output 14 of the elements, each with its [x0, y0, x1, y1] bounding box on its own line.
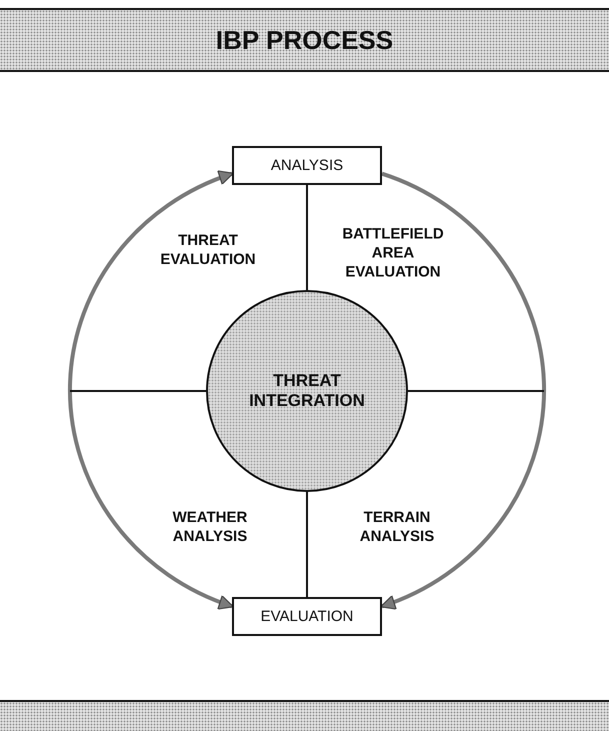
process-box: EVALUATION: [232, 597, 382, 636]
connector-line: [306, 185, 308, 290]
cycle-arrow: [68, 171, 234, 609]
cycle-arrow: [380, 172, 546, 609]
quadrant-label: WEATHER ANALYSIS: [172, 508, 248, 546]
quadrant-label: BATTLEFIELD AREA EVALUATION: [341, 224, 445, 282]
divider-line: [408, 390, 544, 392]
quadrant-label: TERRAIN ANALYSIS: [358, 508, 436, 546]
quadrant-label: THREAT EVALUATION: [159, 231, 257, 269]
process-box: ANALYSIS: [232, 146, 382, 185]
title-banner: IBP PROCESS: [0, 8, 609, 72]
connector-line: [306, 492, 308, 597]
center-circle: THREAT INTEGRATION: [206, 290, 408, 492]
divider-line: [70, 390, 206, 392]
